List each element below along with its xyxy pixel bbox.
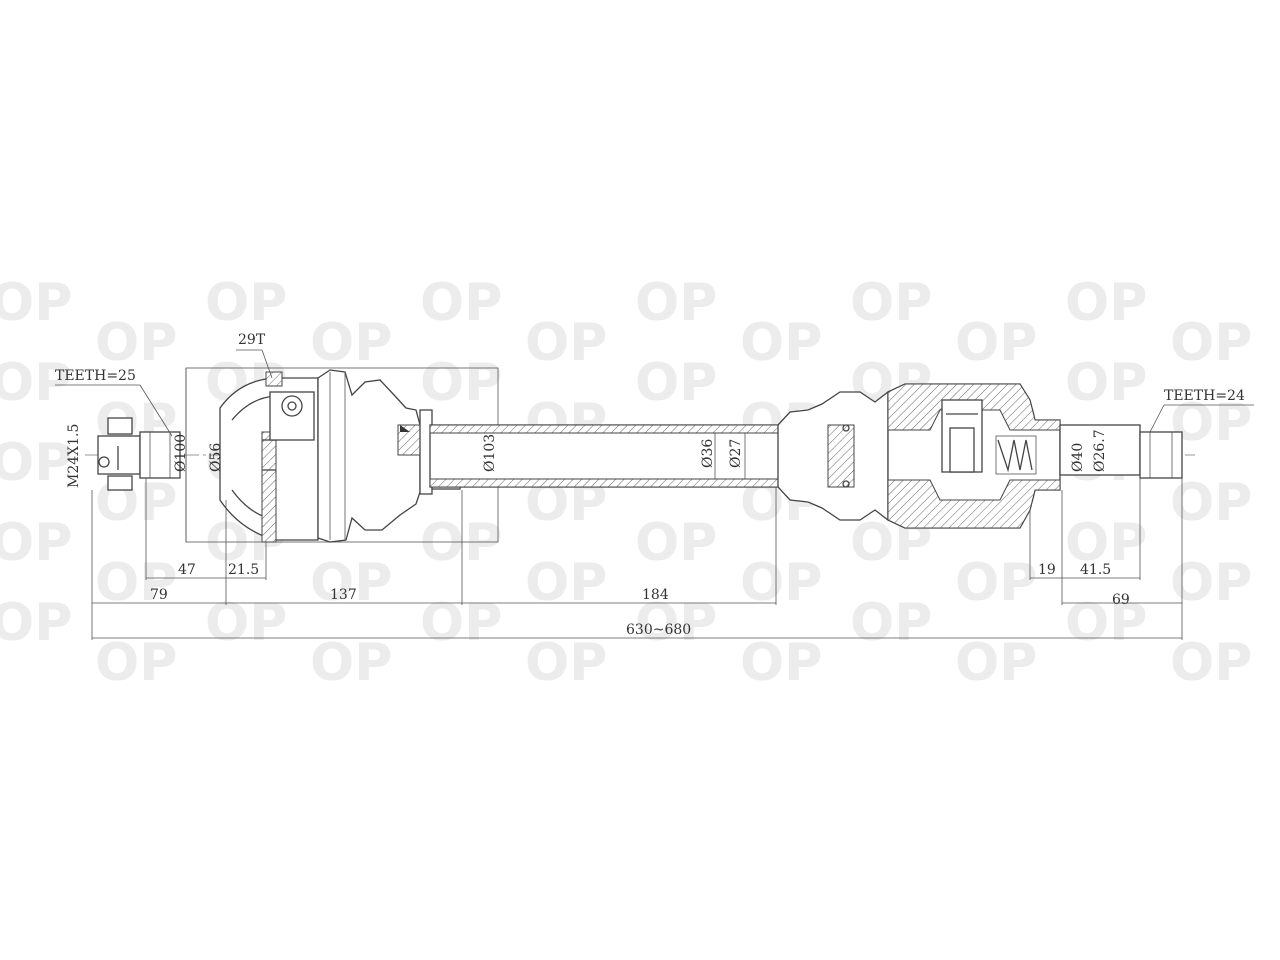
watermark-op: OP <box>525 553 607 613</box>
dim-41-5: 41.5 <box>1080 562 1111 578</box>
watermark-op: OP <box>1065 273 1147 333</box>
watermark-op: OP <box>310 633 392 693</box>
abs-teeth-label: 29T <box>238 332 266 348</box>
watermark-op: OP <box>0 513 72 573</box>
watermark-op: OP <box>0 273 72 333</box>
watermark-op: OP <box>740 553 822 613</box>
watermark-op: OP <box>955 553 1037 613</box>
diameter-100: Ø100 <box>173 434 189 472</box>
watermark-op: OP <box>420 513 502 573</box>
watermark-op: OP <box>1170 473 1252 533</box>
watermark-op: OP <box>740 313 822 373</box>
watermark-op: OP <box>635 273 717 333</box>
diameter-26-7: Ø26.7 <box>1092 429 1108 472</box>
watermark-op: OP <box>420 353 502 413</box>
outer-stub-shaft <box>97 417 181 491</box>
watermark-op: OP <box>1170 393 1252 453</box>
watermark-op: OP <box>420 273 502 333</box>
watermark-op: OP <box>955 633 1037 693</box>
diameter-36: Ø36 <box>700 439 716 468</box>
dim-19: 19 <box>1038 562 1056 578</box>
diameter-103: Ø103 <box>482 434 498 472</box>
dim-184: 184 <box>642 587 669 603</box>
watermark-op: OP <box>955 313 1037 373</box>
watermark-op: OP <box>420 593 502 653</box>
watermark-op: OP <box>0 593 72 653</box>
watermark-op: OP <box>0 433 72 493</box>
dim-69: 69 <box>1112 592 1130 608</box>
watermark-op: OP <box>850 593 932 653</box>
watermark-op: OP <box>525 313 607 373</box>
watermark-op: OP <box>0 353 72 413</box>
watermark-op: OP <box>95 473 177 533</box>
watermark-op: OP <box>310 313 392 373</box>
watermark-op: OP <box>1065 593 1147 653</box>
watermark-op: OP <box>205 273 287 333</box>
watermark-op: OP <box>1170 553 1252 613</box>
dim-79: 79 <box>150 587 168 603</box>
outer-cv-joint <box>185 367 499 543</box>
watermark-op: OP <box>1065 513 1147 573</box>
teeth-right-label: TEETH=24 <box>1164 388 1245 404</box>
diameter-27: Ø27 <box>728 439 744 468</box>
watermark-op: OP <box>1065 353 1147 413</box>
watermark-op: OP <box>95 553 177 613</box>
watermark-op: OP <box>525 633 607 693</box>
watermark-op: OP <box>1170 313 1252 373</box>
thread-label: M24X1.5 <box>66 424 82 488</box>
shaft-tube <box>429 424 831 488</box>
dimension-lines <box>91 475 1183 640</box>
watermark-op: OP <box>635 353 717 413</box>
teeth-left-label: TEETH=25 <box>55 368 136 384</box>
dim-137: 137 <box>330 587 357 603</box>
watermark-op: OP <box>1170 633 1252 693</box>
watermark-op: OP <box>310 553 392 613</box>
dim-47: 47 <box>178 562 196 578</box>
watermark-op: OP <box>95 633 177 693</box>
watermark-op: OP <box>850 273 932 333</box>
watermark-op: OP <box>205 593 287 653</box>
watermark-op: OP <box>740 633 822 693</box>
diameter-56: Ø56 <box>208 443 224 472</box>
dim-total: 630~680 <box>626 622 691 638</box>
watermark-op: OP <box>635 513 717 573</box>
dim-21-5: 21.5 <box>228 562 259 578</box>
inner-tripod-joint <box>887 383 1061 529</box>
inner-stub-shaft <box>1059 424 1183 479</box>
diameter-40: Ø40 <box>1070 443 1086 472</box>
inner-boot <box>777 390 889 522</box>
watermark-op: OP <box>95 313 177 373</box>
watermark-pattern: OP OP OP OP OP OP OP OP OP OP OP OP OP OP OP OP OP OP OP OP… <box>0 273 1252 693</box>
